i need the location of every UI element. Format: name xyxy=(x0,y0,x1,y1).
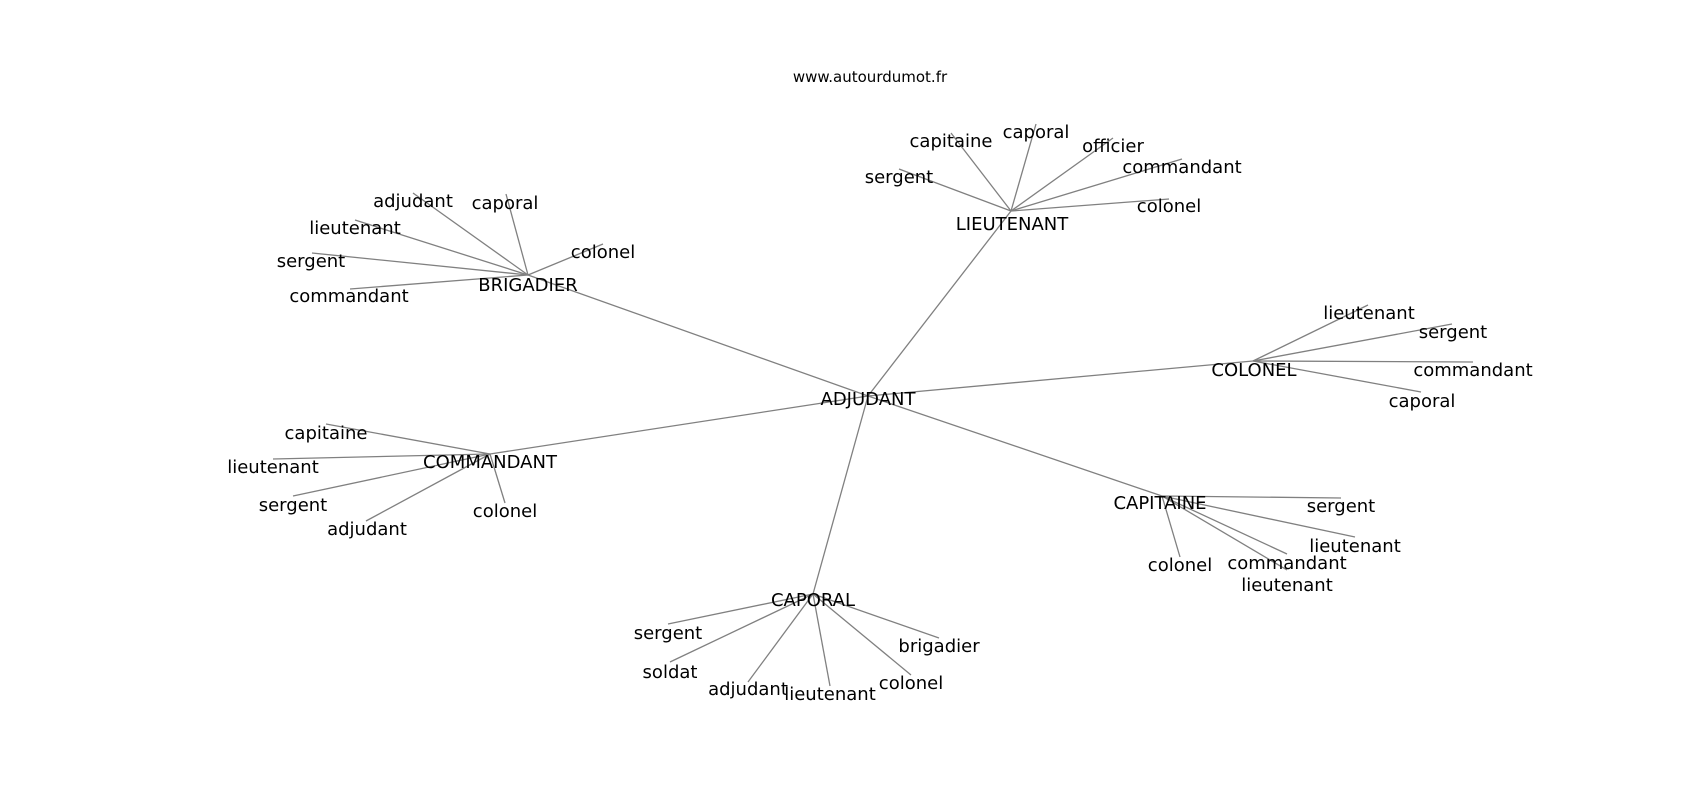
leaf-node-colonel-sergent: sergent xyxy=(1419,322,1488,343)
leaf-node-colonel-caporal: caporal xyxy=(1389,391,1456,412)
leaf-node-caporal-soldat: soldat xyxy=(643,662,698,683)
leaf-node-lieutenant-colonel: colonel xyxy=(1137,196,1201,217)
leaf-node-commandant-adjudant: adjudant xyxy=(327,519,407,540)
edge-adjudant-brigadier xyxy=(527,274,869,397)
edge-brigadier-colonel xyxy=(527,243,604,276)
edge-commandant-adjudant xyxy=(365,453,491,522)
edge-colonel-lieutenant xyxy=(1252,304,1369,362)
edge-caporal-brigadier xyxy=(812,593,940,639)
edge-lieutenant-caporal xyxy=(1010,123,1037,212)
leaf-node-capitaine-colonel: colonel xyxy=(1148,555,1212,576)
leaf-node-lieutenant-sergent: sergent xyxy=(865,167,934,188)
leaf-node-lieutenant-capitaine: capitaine xyxy=(910,131,993,152)
hub-node-caporal: CAPORAL xyxy=(771,590,855,611)
edge-capitaine-lieutenant xyxy=(1161,495,1288,571)
edge-lieutenant-capitaine xyxy=(950,132,1012,212)
edge-adjudant-colonel xyxy=(867,360,1254,397)
edge-caporal-colonel xyxy=(812,593,912,676)
leaf-node-lieutenant-commandant: commandant xyxy=(1122,157,1241,178)
leaf-node-capitaine-lieutenant: lieutenant xyxy=(1241,575,1333,596)
edge-caporal-adjudant xyxy=(747,593,814,683)
leaf-node-lieutenant-caporal: caporal xyxy=(1003,122,1070,143)
edge-brigadier-lieutenant xyxy=(354,219,529,276)
center-node-adjudant: ADJUDANT xyxy=(821,389,917,410)
labels-layer: www.autourdumot.fr ADJUDANT adjudant capo… xyxy=(227,68,1532,705)
site-url: www.autourdumot.fr xyxy=(793,68,948,86)
edge-lieutenant-commandant xyxy=(1010,158,1183,212)
leaf-node-caporal-brigadier: brigadier xyxy=(898,636,980,657)
edge-colonel-commandant xyxy=(1252,360,1474,363)
edges-layer xyxy=(272,123,1474,687)
leaf-node-caporal-adjudant: adjudant xyxy=(708,679,788,700)
edge-colonel-sergent xyxy=(1252,323,1453,362)
leaf-node-capitaine-lieutenant: lieutenant xyxy=(1309,536,1401,557)
leaf-node-brigadier-adjudant: adjudant xyxy=(373,191,453,212)
leaf-node-brigadier-caporal: caporal xyxy=(472,193,539,214)
edge-capitaine-lieutenant xyxy=(1161,495,1356,538)
edge-commandant-lieutenant xyxy=(272,453,491,460)
leaf-node-commandant-capitaine: capitaine xyxy=(285,423,368,444)
leaf-node-commandant-colonel: colonel xyxy=(473,501,537,522)
edge-lieutenant-officier xyxy=(1010,137,1114,212)
edge-brigadier-adjudant xyxy=(412,192,529,276)
leaf-node-lieutenant-officier: officier xyxy=(1082,136,1144,157)
edge-lieutenant-sergent xyxy=(898,168,1012,212)
edge-adjudant-capitaine xyxy=(867,395,1163,497)
edge-colonel-caporal xyxy=(1252,360,1422,393)
edge-capitaine-sergent xyxy=(1161,495,1342,499)
edge-capitaine-commandant xyxy=(1161,495,1288,555)
edge-caporal-sergent xyxy=(667,593,814,625)
leaf-node-commandant-lieutenant: lieutenant xyxy=(227,457,319,478)
leaf-node-brigadier-colonel: colonel xyxy=(571,242,635,263)
leaf-node-brigadier-commandant: commandant xyxy=(289,286,408,307)
edge-lieutenant-colonel xyxy=(1010,198,1170,212)
leaf-node-capitaine-sergent: sergent xyxy=(1307,496,1376,517)
leaf-node-colonel-lieutenant: lieutenant xyxy=(1323,303,1415,324)
edge-capitaine-colonel xyxy=(1161,495,1181,558)
leaf-node-capitaine-commandant: commandant xyxy=(1227,553,1346,574)
leaf-node-caporal-lieutenant: lieutenant xyxy=(784,684,876,705)
hub-node-brigadier: BRIGADIER xyxy=(478,275,577,296)
leaf-node-commandant-sergent: sergent xyxy=(259,495,328,516)
leaf-node-caporal-sergent: sergent xyxy=(634,623,703,644)
edge-brigadier-caporal xyxy=(505,193,529,276)
leaf-node-brigadier-lieutenant: lieutenant xyxy=(309,218,401,239)
hub-node-capitaine: CAPITAINE xyxy=(1113,493,1206,514)
edge-commandant-colonel xyxy=(489,453,506,504)
leaf-node-brigadier-sergent: sergent xyxy=(277,251,346,272)
edge-caporal-soldat xyxy=(669,593,814,663)
edge-adjudant-commandant xyxy=(489,395,869,455)
edge-adjudant-lieutenant xyxy=(867,210,1012,397)
edge-commandant-sergent xyxy=(292,453,491,497)
edge-caporal-lieutenant xyxy=(812,593,831,687)
edge-brigadier-sergent xyxy=(311,252,529,276)
edge-brigadier-commandant xyxy=(349,274,529,290)
leaf-node-colonel-commandant: commandant xyxy=(1413,360,1532,381)
edge-adjudant-caporal xyxy=(812,395,869,595)
leaf-node-caporal-colonel: colonel xyxy=(879,673,943,694)
hub-node-colonel: COLONEL xyxy=(1211,360,1296,381)
edge-commandant-capitaine xyxy=(325,423,491,455)
hub-node-lieutenant: LIEUTENANT xyxy=(956,214,1069,235)
hub-node-commandant: COMMANDANT xyxy=(423,452,558,473)
